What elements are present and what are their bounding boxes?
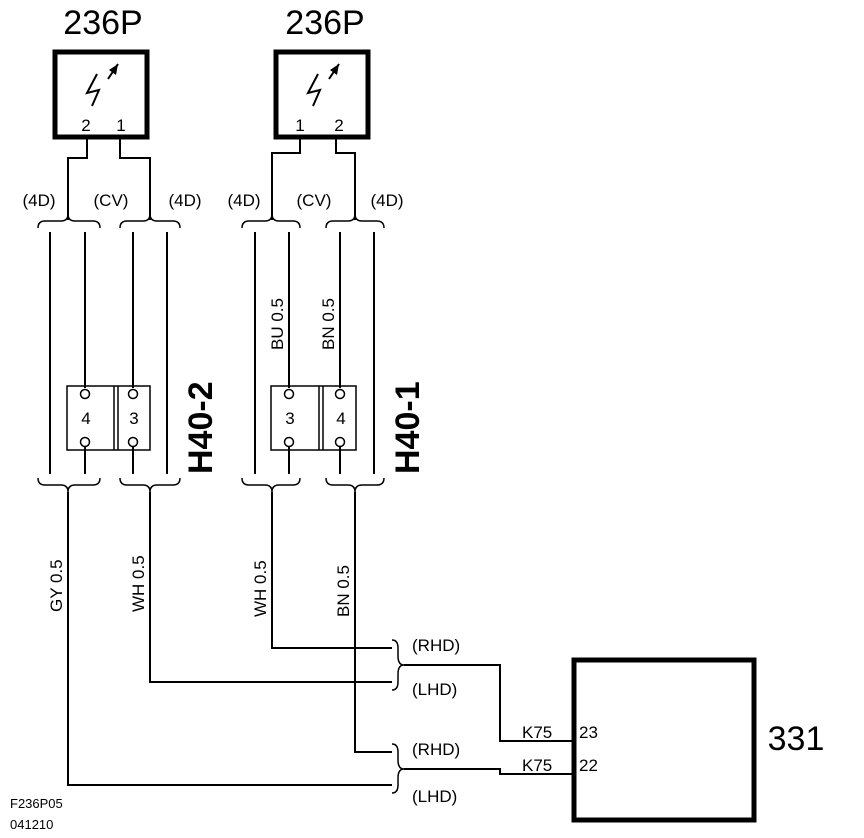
sensor-right-stubs bbox=[271, 137, 356, 220]
drive-label-lower-rhd: (RHD) bbox=[412, 740, 460, 759]
wire-label-wh-left: WH 0.5 bbox=[129, 555, 148, 612]
sensor-left-box bbox=[52, 49, 150, 140]
variant-right-2: (CV) bbox=[297, 191, 332, 210]
figure-code: F236P05 bbox=[10, 796, 63, 811]
drive-label-upper-rhd: (RHD) bbox=[412, 636, 460, 655]
bottom-braces bbox=[37, 477, 385, 493]
sensor-left-title: 236P bbox=[63, 4, 142, 42]
sensor-left-stubs bbox=[67, 137, 151, 220]
sensor-right-title: 236P bbox=[285, 4, 364, 42]
sensor-left-lightning-icon bbox=[85, 63, 119, 107]
variant-left-3: (4D) bbox=[168, 191, 201, 210]
h40-1-wires bbox=[254, 232, 375, 474]
drive-label-lower-lhd: (LHD) bbox=[412, 787, 457, 806]
variant-right-3: (4D) bbox=[370, 191, 403, 210]
module-terminal-1-connector: K75 bbox=[522, 723, 552, 742]
wire-label-bn-upper: BN 0.5 bbox=[319, 298, 338, 350]
connector-h40-2 bbox=[66, 385, 151, 451]
sensor-left-pin-a: 2 bbox=[81, 116, 90, 135]
wire-label-gy: GY 0.5 bbox=[47, 559, 66, 612]
figure-date: 041210 bbox=[10, 817, 53, 832]
module-terminal-2-pin: 22 bbox=[579, 756, 598, 775]
module-terminal-2-connector: K75 bbox=[522, 756, 552, 775]
h40-2-cell-b: 3 bbox=[129, 409, 138, 428]
connector-h40-1-label: H40-1 bbox=[389, 381, 427, 474]
wire-label-wh-right: WH 0.5 bbox=[251, 560, 270, 617]
lower-wiring bbox=[67, 492, 572, 794]
h40-2-wires bbox=[49, 232, 168, 474]
h40-1-cell-a: 3 bbox=[285, 409, 294, 428]
connector-h40-2-label: H40-2 bbox=[182, 381, 220, 474]
sensor-right-lightning-icon bbox=[306, 63, 340, 107]
connector-h40-1 bbox=[270, 385, 357, 451]
module-331-label: 331 bbox=[768, 720, 825, 758]
sensor-right-pin-b: 2 bbox=[334, 116, 343, 135]
module-331-box bbox=[571, 657, 757, 823]
wire-label-bn-lower: BN 0.5 bbox=[334, 565, 353, 617]
variant-right-1: (4D) bbox=[227, 191, 260, 210]
h40-2-cell-a: 4 bbox=[81, 409, 90, 428]
variant-left-1: (4D) bbox=[22, 191, 55, 210]
h40-1-cell-b: 4 bbox=[336, 409, 345, 428]
drive-label-upper-lhd: (LHD) bbox=[412, 680, 457, 699]
wire-label-bu: BU 0.5 bbox=[268, 298, 287, 350]
variant-left-2: (CV) bbox=[94, 191, 129, 210]
sensor-left-pin-b: 1 bbox=[116, 116, 125, 135]
module-terminal-1-pin: 23 bbox=[579, 723, 598, 742]
sensor-right-pin-a: 1 bbox=[295, 116, 304, 135]
sensor-right-box bbox=[273, 49, 371, 140]
top-braces bbox=[37, 213, 385, 229]
